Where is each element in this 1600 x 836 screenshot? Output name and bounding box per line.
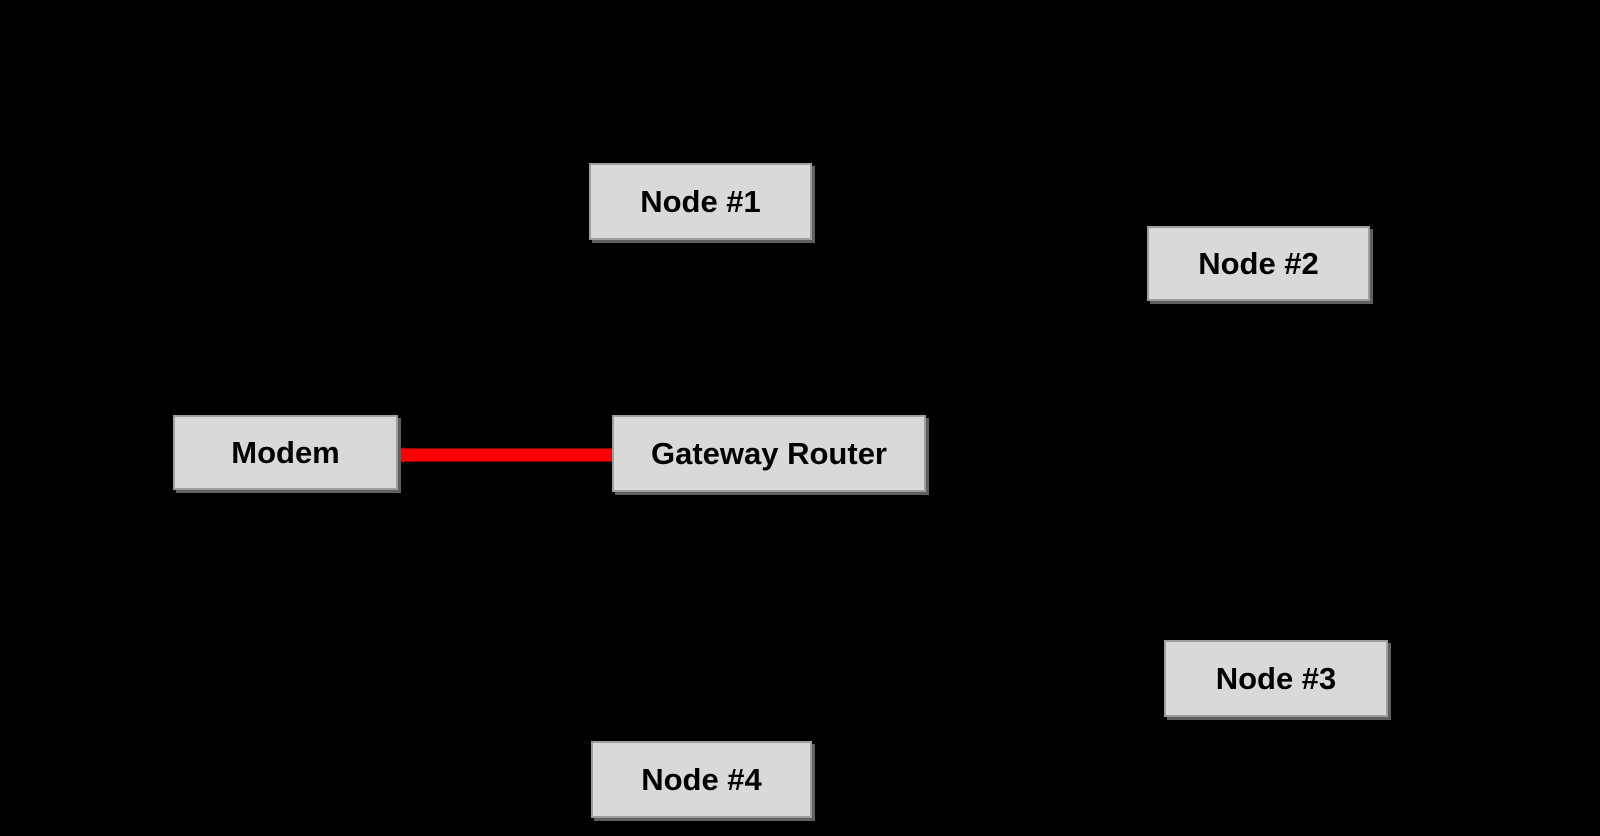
node-box-node2: Node #2 (1147, 226, 1370, 301)
node-box-node1: Node #1 (589, 163, 812, 240)
node-label-node4: Node #4 (641, 762, 762, 797)
node-box-modem: Modem (173, 415, 398, 490)
node-label-node2: Node #2 (1198, 246, 1319, 281)
node-box-gateway-router: Gateway Router (612, 415, 926, 492)
node-label-node1: Node #1 (640, 184, 761, 219)
node-label-modem: Modem (231, 435, 340, 470)
edge-gateway-to-modem (390, 447, 612, 463)
node-label-node3: Node #3 (1215, 661, 1337, 696)
node-box-node3: Node #3 (1164, 640, 1388, 717)
node-box-node4: Node #4 (591, 741, 812, 818)
node-label-gateway-router: Gateway Router (650, 436, 887, 471)
